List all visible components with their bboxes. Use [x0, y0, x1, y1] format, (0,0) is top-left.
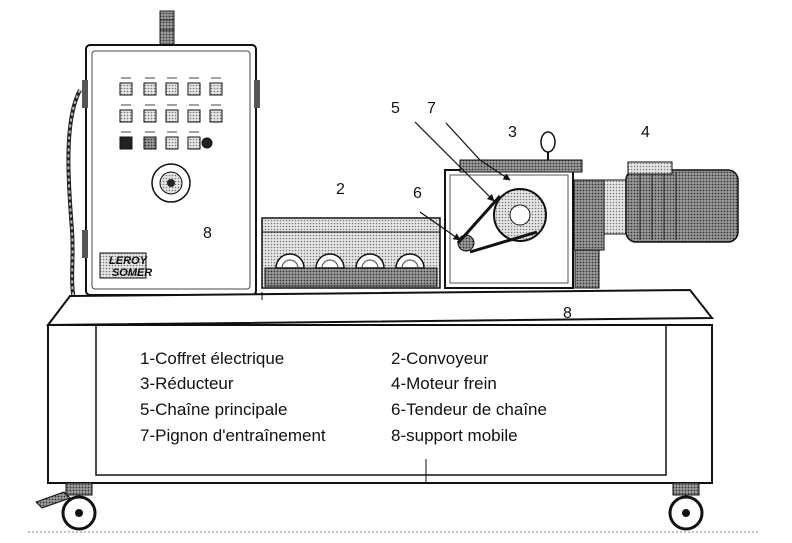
legend-item-6: 6-Tendeur de chaîne: [391, 400, 547, 419]
wheel-right: [668, 482, 704, 531]
callout-8-base: 8: [563, 305, 572, 322]
signal-tower: [159, 10, 175, 46]
mobile-support: [35, 288, 715, 509]
brand-line-1: LEROY: [109, 255, 149, 267]
main-switch-knob: [151, 163, 191, 203]
callout-7: 7: [427, 100, 436, 117]
legend: 1-Coffret électrique 2-Convoyeur 3-Réduc…: [140, 349, 547, 445]
legend-item-3: 3-Réducteur: [140, 374, 234, 393]
conveyor: [261, 217, 441, 289]
brake-motor: [603, 161, 739, 243]
callout-3: 3: [508, 124, 517, 141]
legend-item-8: 8-support mobile: [391, 426, 518, 445]
callout-leaders: [414, 121, 511, 241]
wheel-left: [61, 482, 97, 531]
brand-line-2: SOMER: [112, 267, 152, 279]
callout-2: 2: [336, 181, 345, 198]
control-buttons: [119, 77, 223, 150]
callout-4: 4: [641, 124, 650, 141]
callout-5: 5: [391, 100, 400, 117]
callout-6: 6: [413, 185, 422, 202]
gearbox: [444, 131, 605, 289]
brand-plate: LEROY SOMER: [99, 252, 152, 279]
legend-item-4: 4-Moteur frein: [391, 374, 497, 393]
legend-item-7: 7-Pignon d'entraînement: [140, 426, 326, 445]
legend-item-1: 1-Coffret électrique: [140, 349, 284, 368]
callout-8-cabinet: 8: [203, 225, 212, 242]
legend-item-2: 2-Convoyeur: [391, 349, 489, 368]
legend-item-5: 5-Chaîne principale: [140, 400, 287, 419]
